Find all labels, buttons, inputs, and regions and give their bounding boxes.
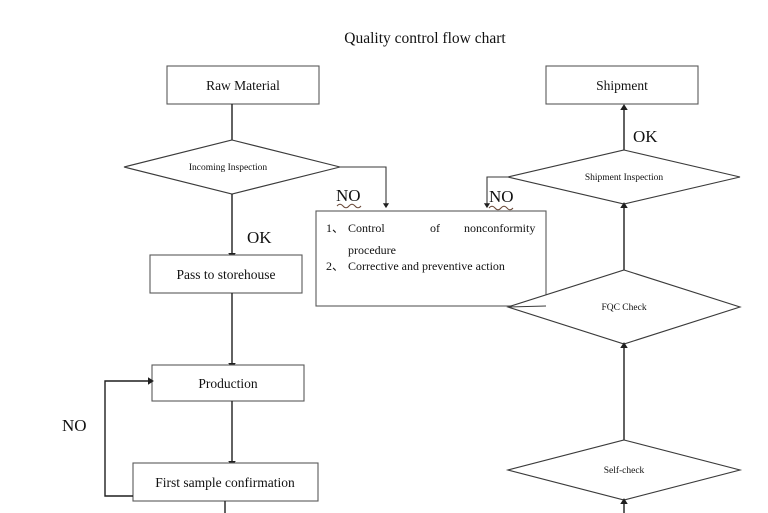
node-production-label: Production	[198, 376, 257, 391]
edge-first-sample-no-loop-to-production	[104, 377, 154, 497]
node-raw-material-box[interactable]	[166, 65, 320, 105]
edge-nonconformity-to-fqc	[507, 305, 547, 308]
edge-incoming-no-to-nonconformity	[340, 166, 390, 209]
node-first-sample-confirmation-label: First sample confirmation	[155, 475, 295, 490]
node-fqc-check-label: FQC Check	[601, 303, 646, 313]
node-shipment-label: Shipment	[596, 78, 648, 93]
edge-label-incoming-ok: OK	[247, 228, 272, 247]
nonconformity-item-2-number: 2、	[326, 259, 344, 273]
edge-label-shipment-ok: OK	[633, 127, 658, 146]
nonconformity-item-1-text-a: Control	[348, 221, 385, 235]
node-pass-to-storehouse-box[interactable]	[149, 254, 303, 294]
node-production-box[interactable]	[151, 364, 305, 402]
nonconformity-item-1-text-c: nonconformity	[464, 221, 535, 235]
node-self-check-label: Self-check	[604, 465, 645, 476]
spellcheck-squiggle-incoming-no	[336, 203, 362, 209]
edge-label-first-sample-no: NO	[62, 416, 87, 435]
nonconformity-item-2-text-a: Corrective and preventive action	[348, 259, 505, 273]
page-title: Quality control flow chart	[344, 30, 506, 47]
node-nonconformity-box[interactable]	[315, 210, 547, 307]
node-shipment-box[interactable]	[545, 65, 699, 105]
edge-shipment-no-to-nonconformity	[483, 176, 508, 209]
nonconformity-item-1-text-b: of	[430, 221, 440, 235]
nonconformity-item-1-number: 1、	[326, 221, 344, 235]
node-pass-to-storehouse-label: Pass to storehouse	[177, 267, 276, 282]
node-incoming-inspection-label: Incoming Inspection	[189, 163, 268, 173]
node-first-sample-confirmation-box[interactable]	[132, 462, 319, 502]
node-shipment-inspection-label: Shipment Inspection	[585, 173, 664, 183]
spellcheck-squiggle-shipment-no	[488, 205, 514, 211]
edge-label-shipment-no: NO	[489, 187, 514, 206]
node-raw-material-label: Raw Material	[206, 78, 280, 93]
edge-label-incoming-no: NO	[336, 186, 361, 205]
nonconformity-item-1-text-d: procedure	[348, 243, 396, 257]
